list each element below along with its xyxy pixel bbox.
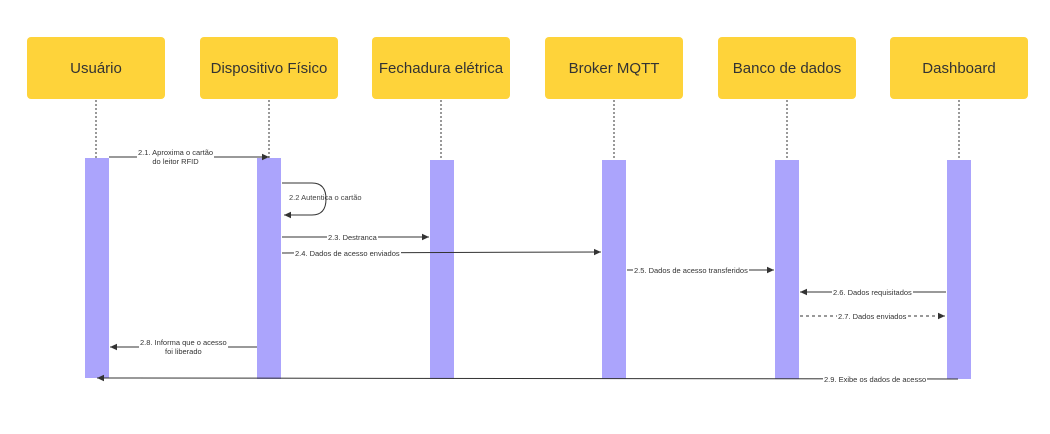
actor-label: Banco de dados (732, 59, 842, 77)
message-label-2-8: 2.8. Informa que o acesso foi liberado (139, 338, 228, 357)
message-label-2-5: 2.5. Dados de acesso transferidos (633, 266, 749, 276)
actor-label: Usuário (70, 59, 122, 77)
activation-bar-dashboard (947, 160, 971, 379)
activation-bar-fechadura (430, 160, 454, 379)
message-label-2-1: 2.1. Aproxima o cartão do leitor RFID (137, 148, 215, 167)
actor-broker[interactable]: Broker MQTT (545, 37, 683, 99)
activation-bar-dispositivo (257, 158, 281, 379)
message-text: 2.5. Dados de acesso transferidos (634, 266, 748, 275)
message-label-2-6: 2.6. Dados requisitados (832, 288, 913, 298)
actor-label: Fechadura elétrica (378, 59, 504, 77)
message-text: do leitor RFID (152, 157, 199, 167)
actor-dispositivo[interactable]: Dispositivo Físico (200, 37, 338, 99)
message-text: 2.1. Aproxima o cartão (138, 148, 214, 157)
message-text: 2.9. Exibe os dados de acesso (824, 375, 927, 384)
actor-usuario[interactable]: Usuário (27, 37, 165, 99)
activation-bar-banco (775, 160, 799, 379)
message-label-2-4: 2.4. Dados de acesso enviados (294, 249, 401, 259)
message-arrow-9 (96, 374, 959, 382)
actor-dashboard[interactable]: Dashboard (890, 37, 1028, 99)
activation-bar-usuario (85, 158, 109, 378)
actor-banco[interactable]: Banco de dados (718, 37, 856, 99)
message-arrow-self-2 (282, 182, 327, 219)
message-text: 2.6. Dados requisitados (833, 288, 912, 297)
actor-label: Dashboard (922, 59, 996, 77)
actor-fechadura[interactable]: Fechadura elétrica (372, 37, 510, 99)
actor-label: Broker MQTT (568, 59, 660, 77)
message-label-2-2: 2.2 Autentica o cartão (288, 193, 363, 202)
actor-label: Dispositivo Físico (210, 59, 328, 77)
message-text: 2.2 Autentica o cartão (289, 193, 362, 202)
activation-bar-broker (602, 160, 626, 379)
message-label-2-7: 2.7. Dados enviados (837, 312, 908, 322)
message-text: 2.3. Destranca (328, 233, 377, 242)
message-text: 2.8. Informa que o acesso (140, 338, 227, 347)
message-label-2-9: 2.9. Exibe os dados de acesso (823, 375, 928, 385)
message-text: 2.7. Dados enviados (838, 312, 907, 321)
message-text: 2.4. Dados de acesso enviados (295, 249, 400, 258)
message-text: foi liberado (165, 347, 202, 357)
message-label-2-3: 2.3. Destranca (327, 233, 378, 243)
